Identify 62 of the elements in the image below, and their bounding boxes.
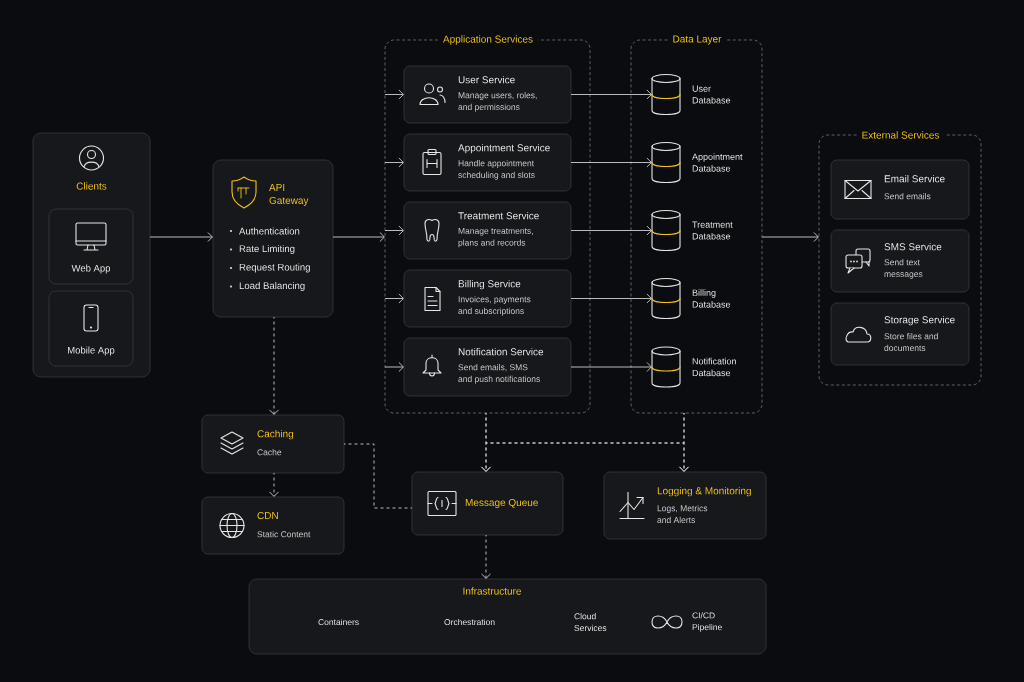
group-heading: External Services xyxy=(862,131,940,139)
service-description: Send emails xyxy=(884,193,931,200)
database-label: Billing Database xyxy=(692,289,731,308)
gateway-heading: API Gateway xyxy=(269,184,309,206)
service-name: SMS Service xyxy=(884,243,942,251)
service-description: Store files and documents xyxy=(884,333,938,351)
service-name: Appointment Service xyxy=(458,144,550,154)
service-description: Handle appointment scheduling and slots xyxy=(458,160,535,180)
service-description: Manage users, roles, and permissions xyxy=(458,92,537,112)
group-heading: Data Layer xyxy=(673,35,722,45)
panel-heading: Infrastructure xyxy=(463,587,521,595)
service-description: Send text messages xyxy=(884,259,923,279)
feature-item: Load Balancing xyxy=(239,282,305,291)
component-name: Caching xyxy=(257,430,294,440)
arrow xyxy=(570,362,652,372)
arrow xyxy=(384,157,404,168)
item-label: CI/CD Pipeline xyxy=(692,612,722,632)
arrow xyxy=(570,157,652,168)
arrow xyxy=(570,293,652,304)
service-name: Billing Service xyxy=(458,280,521,290)
arrow xyxy=(570,89,652,100)
database-label: Notification Database xyxy=(692,357,736,377)
arrow xyxy=(481,534,491,579)
panel-heading: Clients xyxy=(76,182,107,190)
group-heading: Application Services xyxy=(443,35,533,45)
arrow xyxy=(269,316,279,415)
arrow xyxy=(761,232,819,242)
service-name: Notification Service xyxy=(458,348,544,356)
service-description: Manage treatments, plans and records xyxy=(458,228,533,248)
app-label: Web App xyxy=(71,264,111,274)
feature-item: Request Routing xyxy=(239,263,310,273)
database-label: User Database xyxy=(692,85,731,104)
arrow xyxy=(269,472,279,497)
component-description: Logs, Metrics and Alerts xyxy=(657,505,708,523)
service-description: Send emails, SMS and push notifications xyxy=(458,364,540,384)
arrow xyxy=(149,232,213,242)
item-label: Orchestration xyxy=(444,618,495,626)
arrow xyxy=(384,293,404,304)
item-label: Cloud Services xyxy=(574,613,607,631)
service-name: User Service xyxy=(458,76,515,84)
component-description: Static Content xyxy=(257,531,311,538)
component-description: Cache xyxy=(257,449,282,456)
item-label: Containers xyxy=(318,618,359,626)
arrow xyxy=(679,412,689,472)
feature-item: Rate Limiting xyxy=(239,245,295,254)
arrow xyxy=(570,225,652,236)
arrow xyxy=(384,362,404,372)
component-name: CDN xyxy=(257,512,278,520)
component-name: Logging & Monitoring xyxy=(657,487,751,497)
arrow xyxy=(332,232,385,242)
arrow xyxy=(384,225,404,236)
database-label: Treatment Database xyxy=(692,221,733,240)
arrow xyxy=(384,89,404,100)
database-label: Appointment Database xyxy=(692,153,743,172)
component-name: Message Queue xyxy=(465,499,538,509)
app-label: Mobile App xyxy=(68,346,115,356)
service-name: Treatment Service xyxy=(458,212,539,220)
feature-item: Authentication xyxy=(239,227,300,235)
service-description: Invoices, payments and subscriptions xyxy=(458,296,531,316)
service-name: Storage Service xyxy=(884,316,955,326)
connector-line xyxy=(343,443,413,509)
service-name: Email Service xyxy=(884,175,945,183)
